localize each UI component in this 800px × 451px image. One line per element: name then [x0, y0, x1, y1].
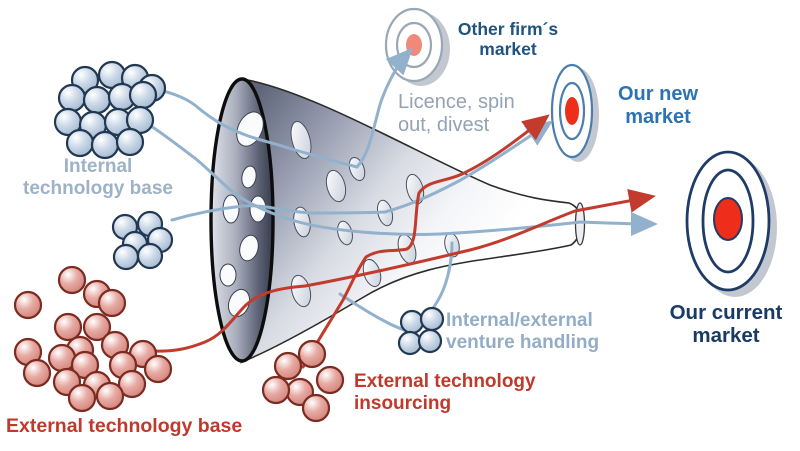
flow-internal-through-funnel	[143, 120, 658, 236]
internal-technology-cluster-small	[111, 210, 174, 271]
flow-venture-handling-tail	[338, 292, 412, 334]
our-current-market-label: Our current market	[669, 301, 783, 348]
funnel-mouth	[209, 77, 275, 363]
internal-technology-base-label: Internal technology base	[23, 156, 173, 199]
our-new-market-bullseye	[565, 97, 579, 125]
other-firms-market-target	[384, 7, 450, 86]
flow-internal-to-other-firms-market	[141, 47, 414, 169]
external-technology-insourcing-label: External technology insourcing	[354, 371, 536, 414]
external-technology-base-label: External technology base	[6, 415, 243, 437]
our-current-market-target	[685, 150, 777, 297]
flow-internal-to-new-market	[170, 120, 553, 222]
our-new-market-label: Our new market	[617, 83, 698, 128]
flow-insourcing-to-new-market	[301, 114, 550, 369]
other-firms-market-label: Other firm´s market	[457, 19, 559, 59]
funnel-mouth-holes	[219, 111, 267, 318]
external-insourcing-cluster	[261, 339, 345, 423]
venture-handling-label: Internal/external venture handling	[446, 310, 600, 353]
external-technology-cluster	[13, 265, 173, 413]
innovation-funnel	[209, 77, 586, 364]
flow-external-base-through-funnel	[151, 188, 656, 353]
venture-handling-cluster	[397, 306, 445, 356]
our-current-market-bullseye	[713, 197, 743, 241]
internal-technology-cluster	[53, 60, 167, 160]
our-new-market-target	[550, 63, 599, 162]
licence-spin-out-divest-label: Licence, spin out, divest	[398, 91, 515, 136]
red-flow-lines	[151, 114, 656, 369]
